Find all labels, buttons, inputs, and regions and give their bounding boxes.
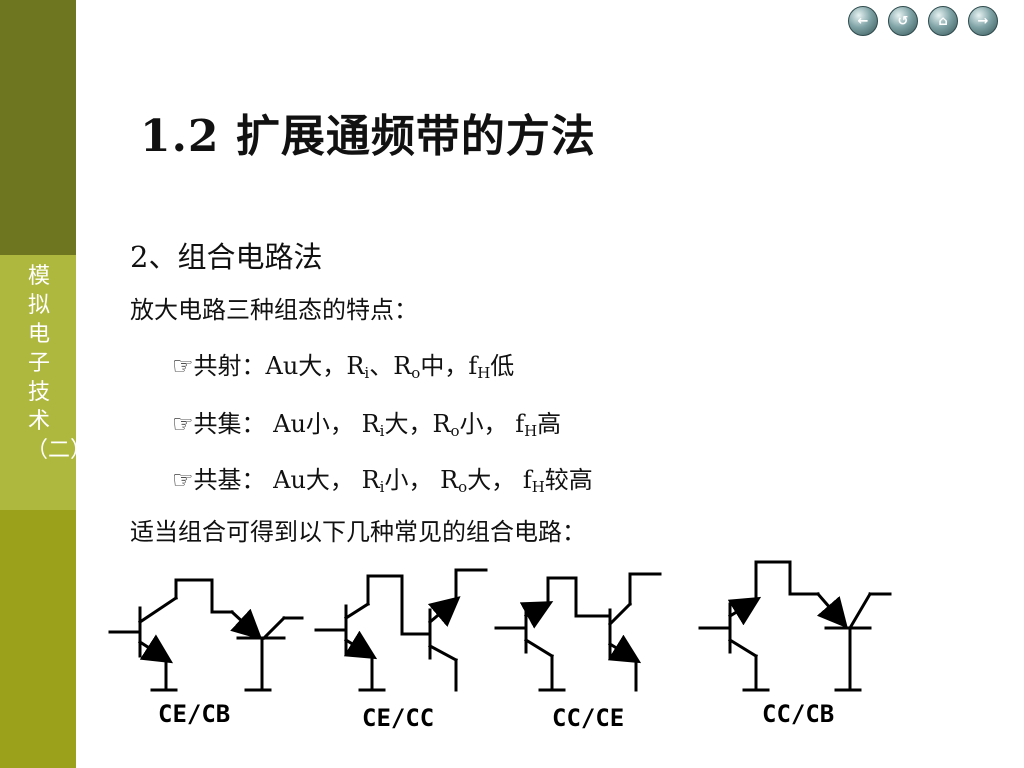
pointing-hand-icon: ☞ (172, 352, 194, 380)
pointing-hand-icon: ☞ (172, 410, 194, 438)
sidebar: 模拟电子技术（二） (0, 0, 92, 768)
navigation-bar: ← ↺ ⌂ → (848, 6, 998, 36)
circuit-ce-cc (314, 568, 488, 692)
sidebar-middle-band (0, 255, 76, 510)
next-arrow-icon[interactable]: → (968, 6, 998, 36)
prev-arrow-icon[interactable]: ← (848, 6, 878, 36)
pointing-hand-icon: ☞ (172, 466, 194, 494)
sidebar-bottom-band (0, 510, 76, 768)
return-icon[interactable]: ↺ (888, 6, 918, 36)
section-heading: 2、组合电路法 (130, 240, 323, 274)
slide-title: 1.2 扩展通频带的方法 (140, 111, 596, 162)
circuit-cc-ce (494, 572, 662, 692)
bullet-common-emitter: ☞共射：Au大，Ri、Ro中，fH低 (172, 352, 515, 382)
circuit-label-ce-cc: CE/CC (362, 704, 435, 732)
circuit-label-ce-cb: CE/CB (158, 700, 231, 728)
circuit-cc-cb (698, 560, 892, 692)
home-icon[interactable]: ⌂ (928, 6, 958, 36)
intro-text: 放大电路三种组态的特点： (130, 296, 418, 324)
circuit-label-cc-cb: CC/CB (762, 700, 835, 728)
summary-text: 适当组合可得到以下几种常见的组合电路： (130, 518, 586, 546)
bullet-common-collector: ☞共集： Au小， Ri大，Ro小， fH高 (172, 410, 562, 440)
circuit-label-cc-ce: CC/CE (552, 704, 625, 732)
circuit-ce-cb (108, 578, 304, 692)
bullet-common-base: ☞共基： Au大， Ri小， Ro大， fH较高 (172, 466, 593, 496)
sidebar-top-band (0, 0, 76, 255)
